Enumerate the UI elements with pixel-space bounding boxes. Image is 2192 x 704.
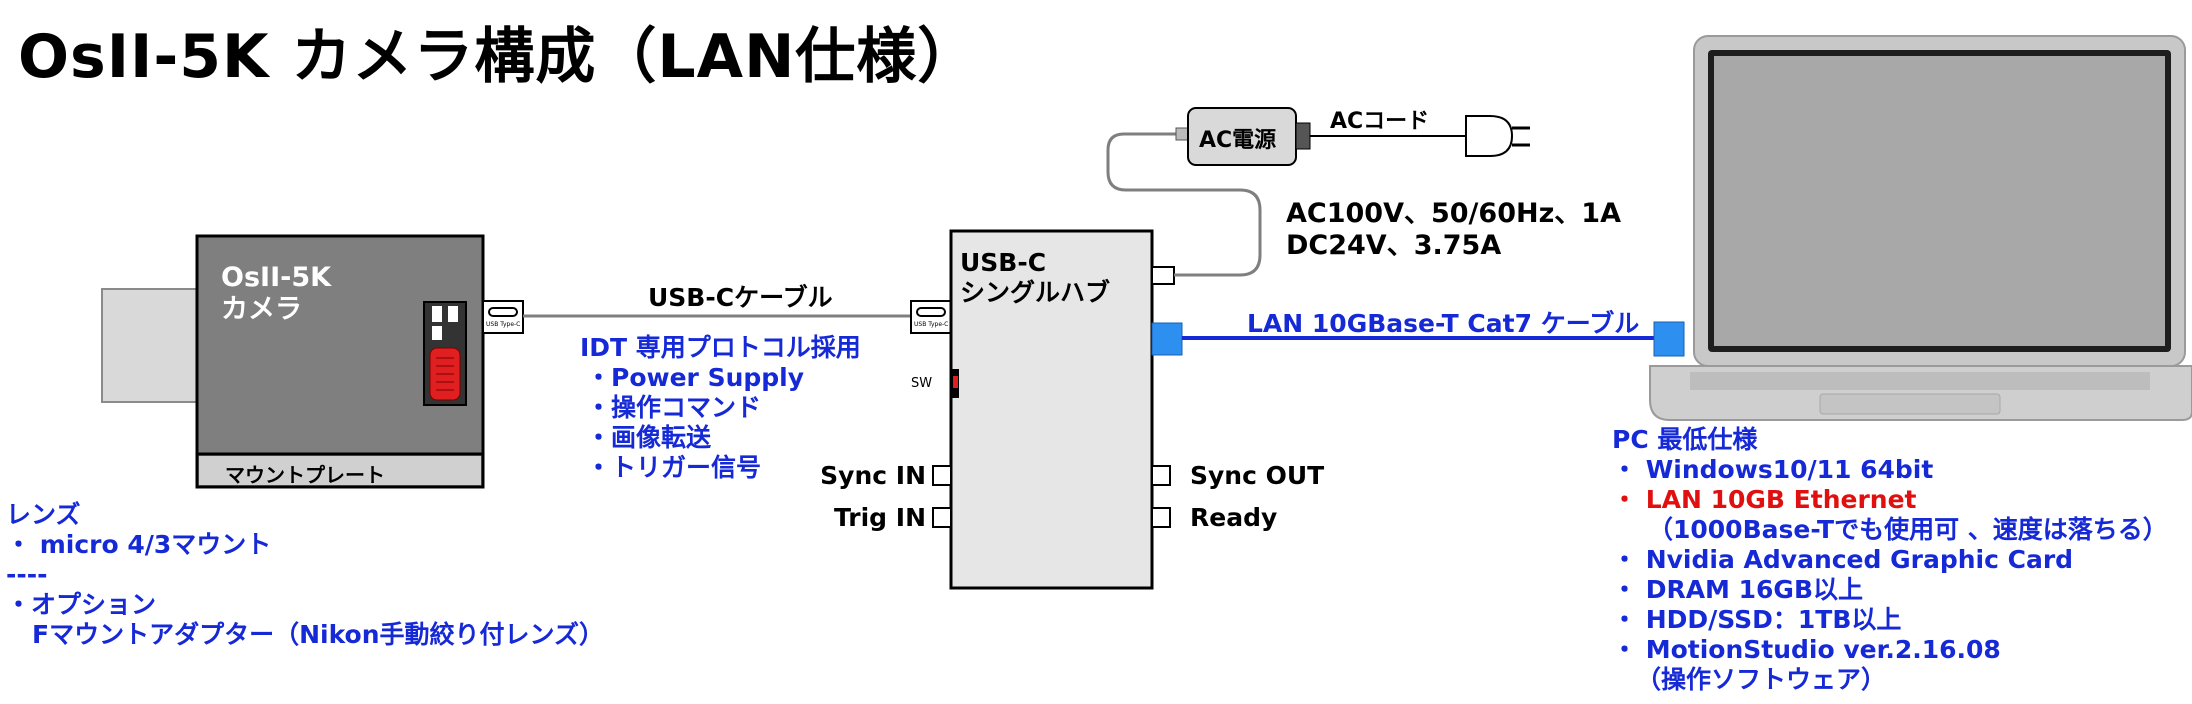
pc-lan-port <box>1653 321 1685 357</box>
lens-option-title: ・オプション <box>6 590 157 619</box>
mount-plate <box>199 456 481 485</box>
ready-port <box>1151 507 1171 528</box>
connector-pin <box>432 326 442 340</box>
pc-spec-item: ・ HDD/SSD：1TB以上 <box>1612 605 1902 634</box>
pc-spec-item: （1000Base-Tでも使用可 、速度は落ちる） <box>1648 515 2168 544</box>
lens-title: レンズ <box>6 500 81 529</box>
sync-in-label: Sync IN <box>820 461 926 490</box>
pc-spec-item: ・ Windows10/11 64bit <box>1612 455 1934 484</box>
protocol-list: ・Power Supply ・操作コマンド ・画像転送 ・トリガー信号 <box>586 363 804 483</box>
camera-port-label: USB Type-C <box>486 321 521 328</box>
laptop-pc <box>1649 35 2192 421</box>
hub-title-line1: USB-C <box>960 248 1047 277</box>
usb-c-hub-body <box>949 229 1154 590</box>
lens-info: レンズ ・ micro 4/3マウント ---- ・オプション Fマウントアダプ… <box>6 500 604 650</box>
power-spec-dc: DC24V、3.75A <box>1286 230 1502 261</box>
sync-out-port <box>1151 465 1171 486</box>
camera-name-line1: OsII-5K <box>221 262 332 293</box>
lens-barrel <box>101 288 200 403</box>
protocol-item: ・画像転送 <box>586 423 712 452</box>
ac-adapter-label: AC電源 <box>1199 128 1277 153</box>
pc-spec-title: PC 最低仕様 <box>1612 425 1758 454</box>
lan-cable-label: LAN 10GBase-T Cat7 ケーブル <box>1247 309 1640 338</box>
ac-plug <box>1465 115 1514 157</box>
pc-spec-item: （操作ソフトウェア） <box>1636 665 1887 694</box>
page-title: OsII-5K カメラ構成（LAN仕様） <box>18 22 979 92</box>
lens-mount: ・ micro 4/3マウント <box>6 530 272 559</box>
pc-spec-item: ・ Nvidia Advanced Graphic Card <box>1612 545 2074 574</box>
hub-lan-port <box>1151 322 1183 356</box>
sync-in-port <box>932 465 952 486</box>
ac-cord-label: ACコード <box>1330 109 1430 134</box>
protocol-title: IDT 専用プロトコル採用 <box>580 333 861 362</box>
protocol-item: ・Power Supply <box>586 363 805 392</box>
pc-spec-item: ・ LAN 10GB Ethernet <box>1612 485 1917 514</box>
usb-cable-label: USB-Cケーブル <box>648 283 833 312</box>
trig-in-label: Trig IN <box>833 503 926 532</box>
protocol-item: ・操作コマンド <box>586 393 762 422</box>
lens-option-detail: Fマウントアダプター（Nikon手動絞り付レンズ） <box>32 620 604 649</box>
dc-cable <box>1106 132 1262 277</box>
ready-label: Ready <box>1190 503 1278 532</box>
power-spec-ac: AC100V、50/60Hz、1A <box>1286 198 1621 229</box>
switch-label: SW <box>911 376 933 391</box>
pc-spec-list: ・ Windows10/11 64bit ・ LAN 10GB Ethernet… <box>1612 455 2168 695</box>
connector-pin <box>432 306 442 322</box>
sync-out-label: Sync OUT <box>1190 461 1325 490</box>
hub-port-label: USB Type-C <box>914 321 949 328</box>
connector-pin <box>448 306 458 322</box>
camera-name-line2: カメラ <box>221 294 302 325</box>
pc-spec-item: ・ DRAM 16GB以上 <box>1612 575 1864 604</box>
hub-dc-input-port <box>1151 266 1175 285</box>
pc-spec-item: ・ MotionStudio ver.2.16.08 <box>1612 635 2001 664</box>
mount-plate-label: マウントプレート <box>225 463 385 487</box>
lens-separator: ---- <box>6 560 48 589</box>
hub-title-line2: シングルハブ <box>960 278 1111 307</box>
trig-in-port <box>932 507 952 528</box>
protocol-item: ・トリガー信号 <box>586 453 762 482</box>
